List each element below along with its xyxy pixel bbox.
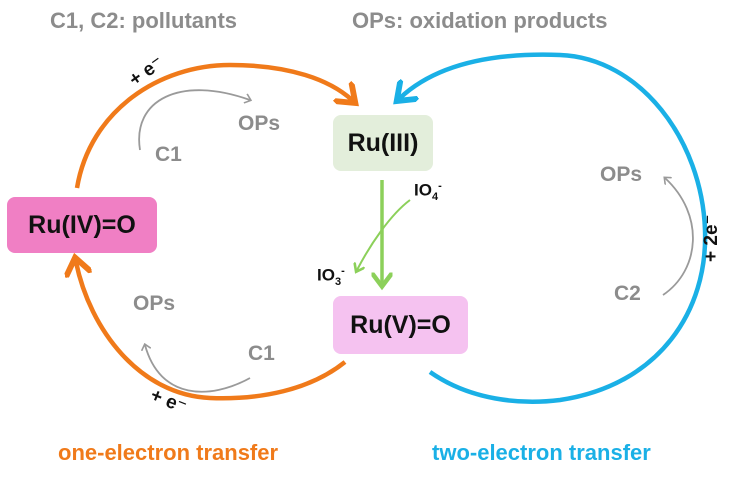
ops-bottom-label: OPs <box>133 292 176 315</box>
ru5-box: Ru(V)=O <box>333 296 468 354</box>
orange-arc-top <box>74 62 352 189</box>
legend-products: OPs: oxidation products <box>352 8 608 33</box>
ops-right-label: OPs <box>600 163 643 186</box>
ru4-box: Ru(IV)=O <box>7 197 157 253</box>
periodate-label: IO4- <box>414 180 442 204</box>
c1-top-label: C1 <box>155 143 182 166</box>
orange-arc-bottom <box>76 262 347 401</box>
gray-arrow-right <box>662 178 694 296</box>
ru3-box: Ru(III) <box>333 115 433 171</box>
c2-label: C2 <box>614 282 641 305</box>
two-electron-label: + 2e⁻ <box>701 214 722 262</box>
blue-arc <box>400 52 708 404</box>
legend-pollutants: C1, C2: pollutants <box>50 8 238 33</box>
green-arrow-iodate <box>357 199 411 270</box>
gray-arrow-bottom <box>145 345 251 393</box>
ops-top-label: OPs <box>238 112 281 135</box>
gray-arrow-top <box>138 89 250 151</box>
c1-bottom-label: C1 <box>248 342 275 365</box>
caption-one-electron: one-electron transfer <box>58 440 279 465</box>
caption-two-electron: two-electron transfer <box>432 440 651 465</box>
iodate-label: IO3- <box>317 265 345 289</box>
